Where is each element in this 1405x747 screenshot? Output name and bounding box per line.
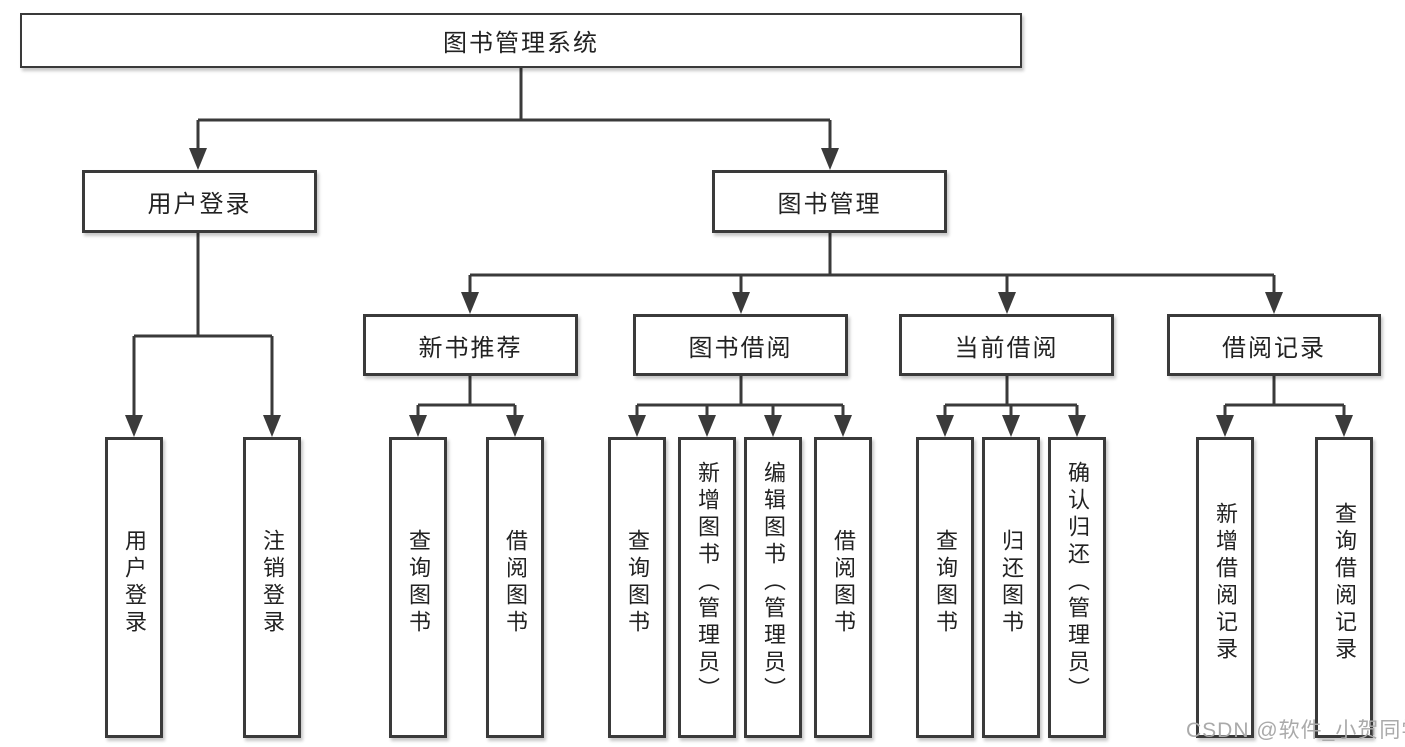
leaf-bb-edit-book-admin: 编辑图书（管理员） (744, 437, 802, 738)
leaf-cb-return-book: 归还图书 (982, 437, 1040, 738)
leaf-nb-borrow-book: 借阅图书 (486, 437, 544, 738)
leaf-bb-add-book-admin: 新增图书（管理员） (678, 437, 736, 738)
node-user-login: 用户登录 (82, 170, 317, 233)
node-root: 图书管理系统 (20, 13, 1022, 68)
node-book-borrow: 图书借阅 (633, 314, 848, 376)
leaf-br-add-record: 新增借阅记录 (1196, 437, 1254, 738)
csdn-watermark: CSDN @软件_小贺同学 (1186, 719, 1405, 742)
node-new-book-recommend: 新书推荐 (363, 314, 578, 376)
arrowheads (125, 148, 1353, 437)
leaf-br-query-record: 查询借阅记录 (1315, 437, 1373, 738)
leaf-bb-borrow-book: 借阅图书 (814, 437, 872, 738)
leaf-logout-login: 注销登录 (243, 437, 301, 738)
leaf-bb-query-book: 查询图书 (608, 437, 666, 738)
leaf-user-login: 用户登录 (105, 437, 163, 738)
node-current-borrow: 当前借阅 (899, 314, 1114, 376)
leaf-cb-confirm-return-admin: 确认归还（管理员） (1048, 437, 1106, 738)
node-borrow-record: 借阅记录 (1167, 314, 1381, 376)
leaf-cb-query-book: 查询图书 (916, 437, 974, 738)
node-book-management: 图书管理 (712, 170, 947, 233)
leaf-nb-query-book: 查询图书 (389, 437, 447, 738)
